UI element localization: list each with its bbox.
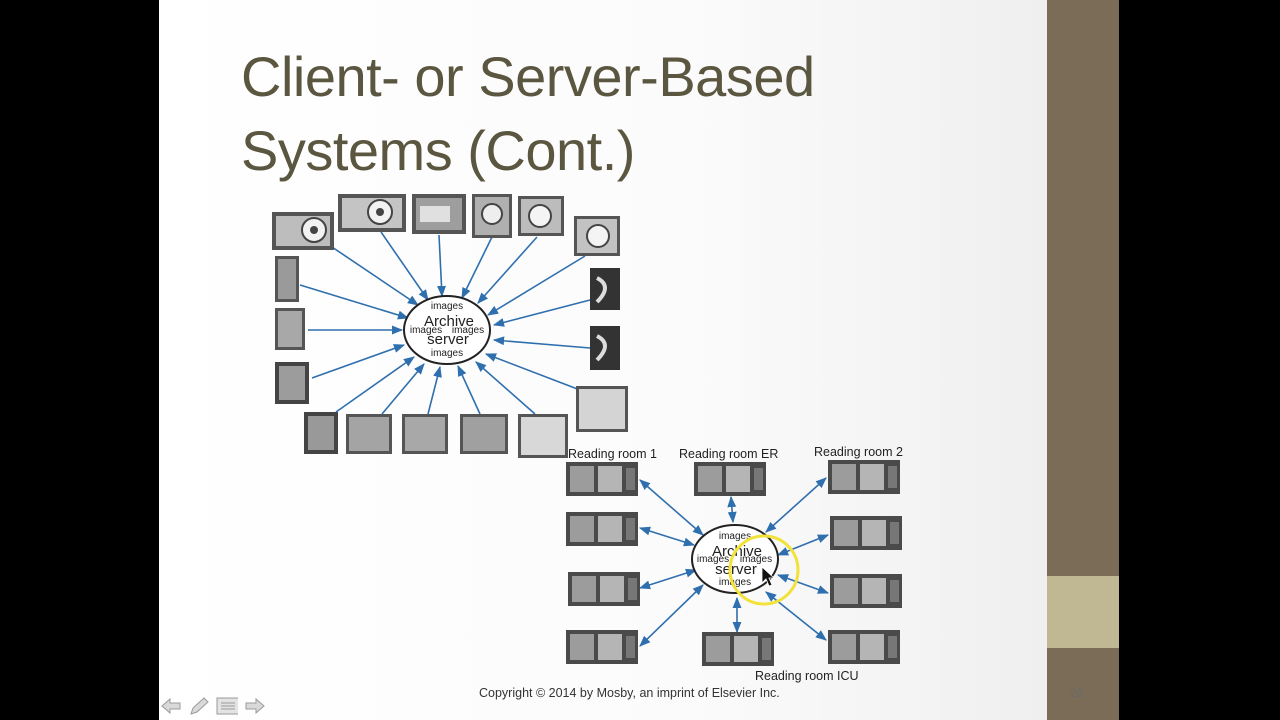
images-label: images bbox=[452, 325, 484, 336]
slide-title: Client- or Server-Based Systems (Cont.) bbox=[241, 40, 815, 188]
pen-icon[interactable] bbox=[188, 695, 210, 717]
pointer-highlight-ring bbox=[728, 534, 800, 606]
modality-images bbox=[272, 194, 628, 458]
cr-reader-image bbox=[346, 414, 392, 454]
slideshow-toolbar bbox=[160, 694, 266, 718]
archive-server-node-top: images Archive images images server imag… bbox=[403, 295, 491, 365]
images-label: images bbox=[740, 554, 772, 565]
ultrasound-image bbox=[275, 362, 309, 404]
modality-arrows bbox=[299, 231, 591, 415]
menu-icon[interactable] bbox=[216, 695, 238, 717]
workstation-arrows bbox=[638, 477, 830, 647]
reading-room-1-label: Reading room 1 bbox=[568, 447, 657, 461]
ultrasound-image bbox=[304, 412, 338, 454]
images-label: images bbox=[697, 554, 729, 565]
slide-sidebar-decoration bbox=[1047, 0, 1119, 720]
slide-title-line-1: Client- or Server-Based bbox=[241, 45, 815, 108]
workstation-image bbox=[830, 574, 902, 608]
ct-scanner-image bbox=[338, 194, 406, 232]
ct-scanner-image bbox=[518, 196, 564, 236]
images-label: images bbox=[719, 531, 751, 542]
images-label: images bbox=[431, 348, 463, 359]
slide-number: 26 bbox=[1070, 686, 1084, 700]
xray-room-image bbox=[275, 256, 299, 302]
workstation-image bbox=[566, 462, 638, 496]
next-arrow-icon[interactable] bbox=[244, 695, 266, 717]
prev-arrow-icon[interactable] bbox=[160, 695, 182, 717]
mri-scanner-image bbox=[412, 194, 466, 234]
cr-reader-image bbox=[460, 414, 508, 454]
workstation-image bbox=[828, 460, 900, 494]
workstation-image bbox=[694, 462, 766, 496]
xray-room-image bbox=[275, 308, 305, 350]
workstation-image bbox=[830, 516, 902, 550]
workstation-image bbox=[702, 632, 774, 666]
slide-title-line-2: Systems (Cont.) bbox=[241, 119, 635, 182]
reading-room-2-label: Reading room 2 bbox=[814, 445, 903, 459]
c-arm-image bbox=[590, 268, 620, 310]
server-label: server bbox=[715, 561, 757, 578]
reading-room-icu-label: Reading room ICU bbox=[755, 669, 859, 683]
images-label: images bbox=[431, 301, 463, 312]
ct-scanner-image bbox=[574, 216, 620, 256]
images-label: images bbox=[719, 577, 751, 588]
images-label: images bbox=[410, 325, 442, 336]
copyright-footer: Copyright © 2014 by Mosby, an imprint of… bbox=[479, 686, 780, 700]
cr-reader-image bbox=[402, 414, 448, 454]
sidebar-accent-block bbox=[1047, 576, 1119, 648]
ct-scanner-image bbox=[272, 212, 334, 250]
workstation-image bbox=[568, 572, 640, 606]
workstation-image bbox=[566, 512, 638, 546]
server-label: server bbox=[427, 331, 469, 348]
mri-scanner-image bbox=[472, 194, 512, 238]
archive-label: Archive bbox=[424, 313, 474, 330]
workstation-image bbox=[566, 630, 638, 664]
fluoroscopy-image bbox=[576, 386, 628, 432]
c-arm-image bbox=[590, 326, 620, 370]
mouse-cursor-icon bbox=[761, 566, 776, 587]
workstation-image bbox=[828, 630, 900, 664]
workstation-images bbox=[566, 460, 902, 666]
fluoroscopy-image bbox=[518, 414, 568, 458]
reading-room-er-label: Reading room ER bbox=[679, 447, 778, 461]
